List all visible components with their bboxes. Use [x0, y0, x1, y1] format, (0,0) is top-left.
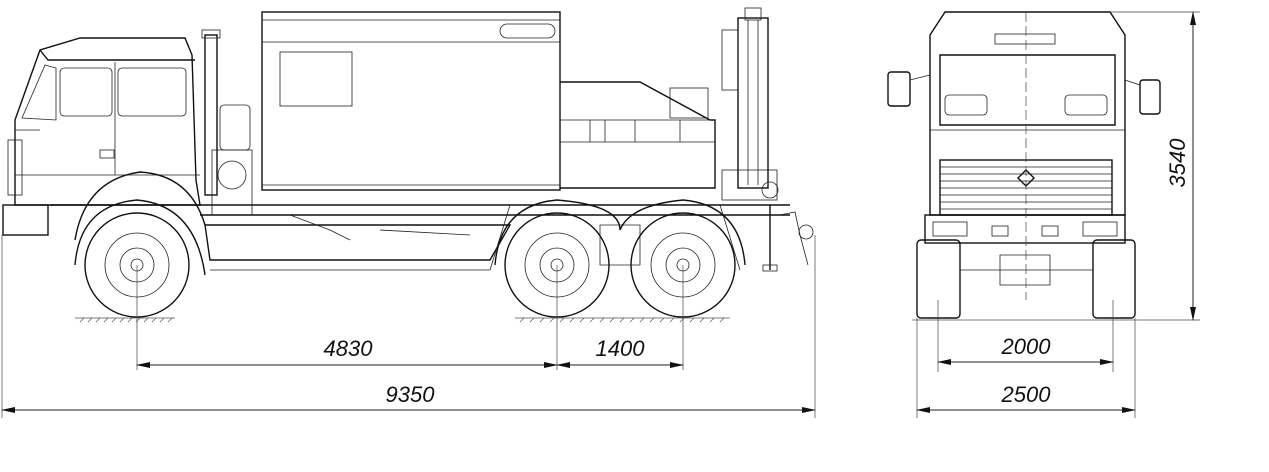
- front-wheel-left: [916, 239, 961, 319]
- dim-label-overall-length: 9350: [386, 382, 436, 407]
- mirror-right: [1139, 79, 1161, 115]
- dim-label-overall-width: 2500: [1001, 382, 1052, 407]
- cargo-body: [261, 11, 561, 191]
- chassis: [50, 204, 790, 271]
- side-dimensions: 4830 1400 9350: [1, 235, 816, 418]
- ground-line: [75, 317, 730, 323]
- front-dimensions: 2000 2500 3540: [916, 11, 1200, 418]
- mirror-left: [887, 71, 911, 107]
- dim-label-wheelbase-rear: 1400: [596, 336, 646, 361]
- dim-label-track: 2000: [1001, 334, 1052, 359]
- crane: [721, 7, 814, 272]
- side-view: 4830 1400 9350: [1, 7, 816, 418]
- flatbed: [560, 81, 716, 189]
- front-view: 2000 2500 3540: [887, 11, 1200, 418]
- dim-label-overall-height: 3540: [1165, 138, 1190, 188]
- front-wheel-right: [1092, 239, 1136, 319]
- dim-label-wheelbase-front: 4830: [324, 336, 374, 361]
- cab: [2, 29, 253, 241]
